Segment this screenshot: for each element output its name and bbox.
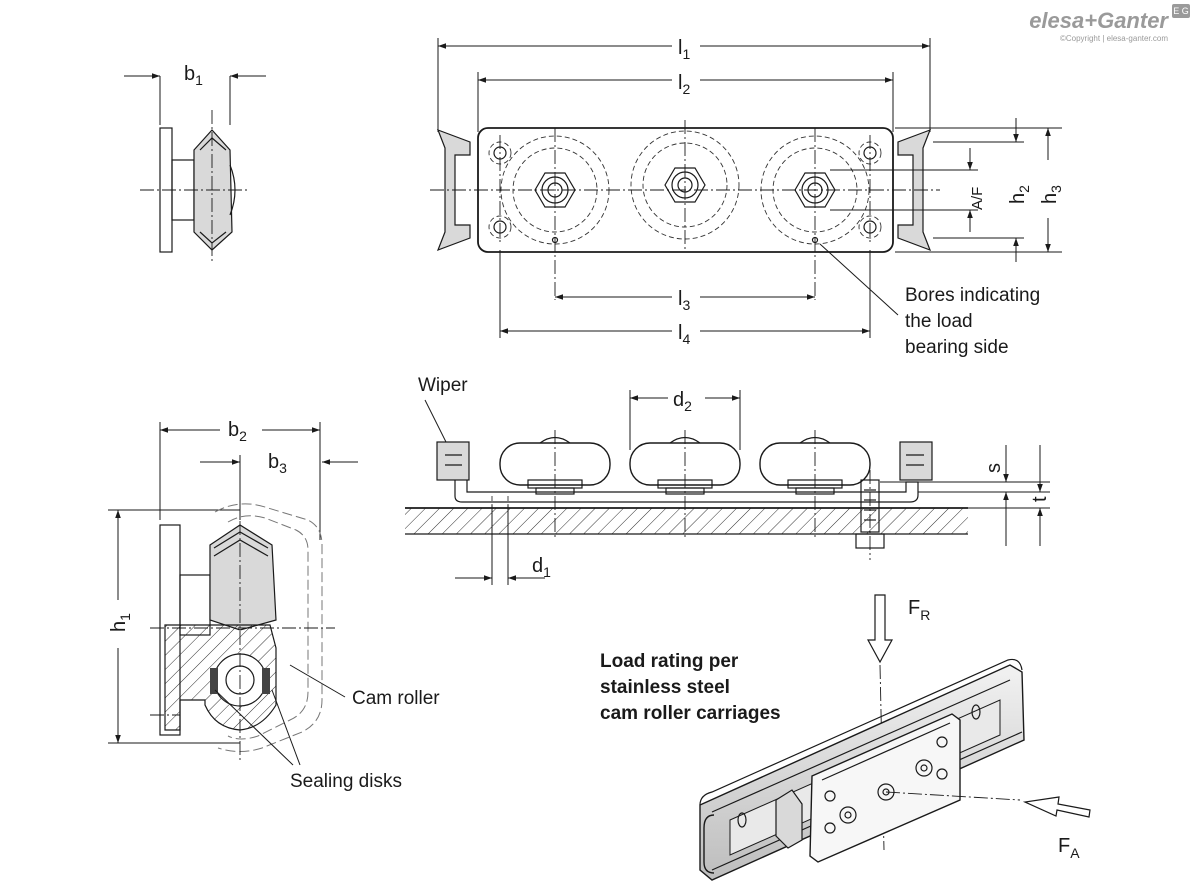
brand-logo: elesa+Ganter ©Copyright | elesa-ganter.c…: [1029, 4, 1190, 43]
label-wiper: Wiper: [418, 375, 468, 396]
front-section-view: [108, 422, 358, 766]
label-bores-2: the load: [905, 311, 973, 332]
brand-badge: E G: [1172, 4, 1190, 18]
dim-l4: l4: [678, 322, 690, 347]
label-sealing-disks: Sealing disks: [290, 771, 402, 792]
label-bores-1: Bores indicating: [905, 285, 1040, 306]
dim-h3: h3: [1039, 185, 1064, 204]
force-fr: FR: [908, 597, 930, 623]
dim-t: t: [1029, 496, 1051, 502]
dim-d1: d1: [532, 555, 551, 580]
heading-load-2: stainless steel: [600, 677, 730, 698]
label-cam-roller: Cam roller: [352, 688, 440, 709]
dim-d2: d2: [673, 389, 692, 414]
dim-b2: b2: [228, 419, 247, 444]
heading-load-3: cam roller carriages: [600, 703, 781, 724]
dim-l2: l2: [678, 72, 690, 97]
side-elevation-view: [405, 390, 1050, 585]
top-view-carriage: [430, 38, 1062, 338]
dim-s: s: [983, 463, 1005, 473]
isometric-rail-carriage: [699, 594, 1091, 881]
dim-l3: l3: [678, 288, 690, 313]
brand-name: elesa+Ganter: [1029, 8, 1168, 33]
side-view-small: [124, 73, 266, 262]
heading-load-1: Load rating per: [600, 651, 739, 672]
dim-af: A/F: [969, 187, 986, 210]
dim-b3: b3: [268, 451, 287, 476]
dim-h2: h2: [1007, 185, 1032, 204]
dim-h1: h1: [108, 613, 133, 632]
dim-l1: l1: [678, 37, 690, 62]
force-fa: FA: [1058, 835, 1080, 861]
label-bores-3: bearing side: [905, 337, 1009, 358]
brand-copyright: ©Copyright | elesa-ganter.com: [1059, 34, 1168, 43]
dim-b1: b1: [184, 63, 203, 88]
